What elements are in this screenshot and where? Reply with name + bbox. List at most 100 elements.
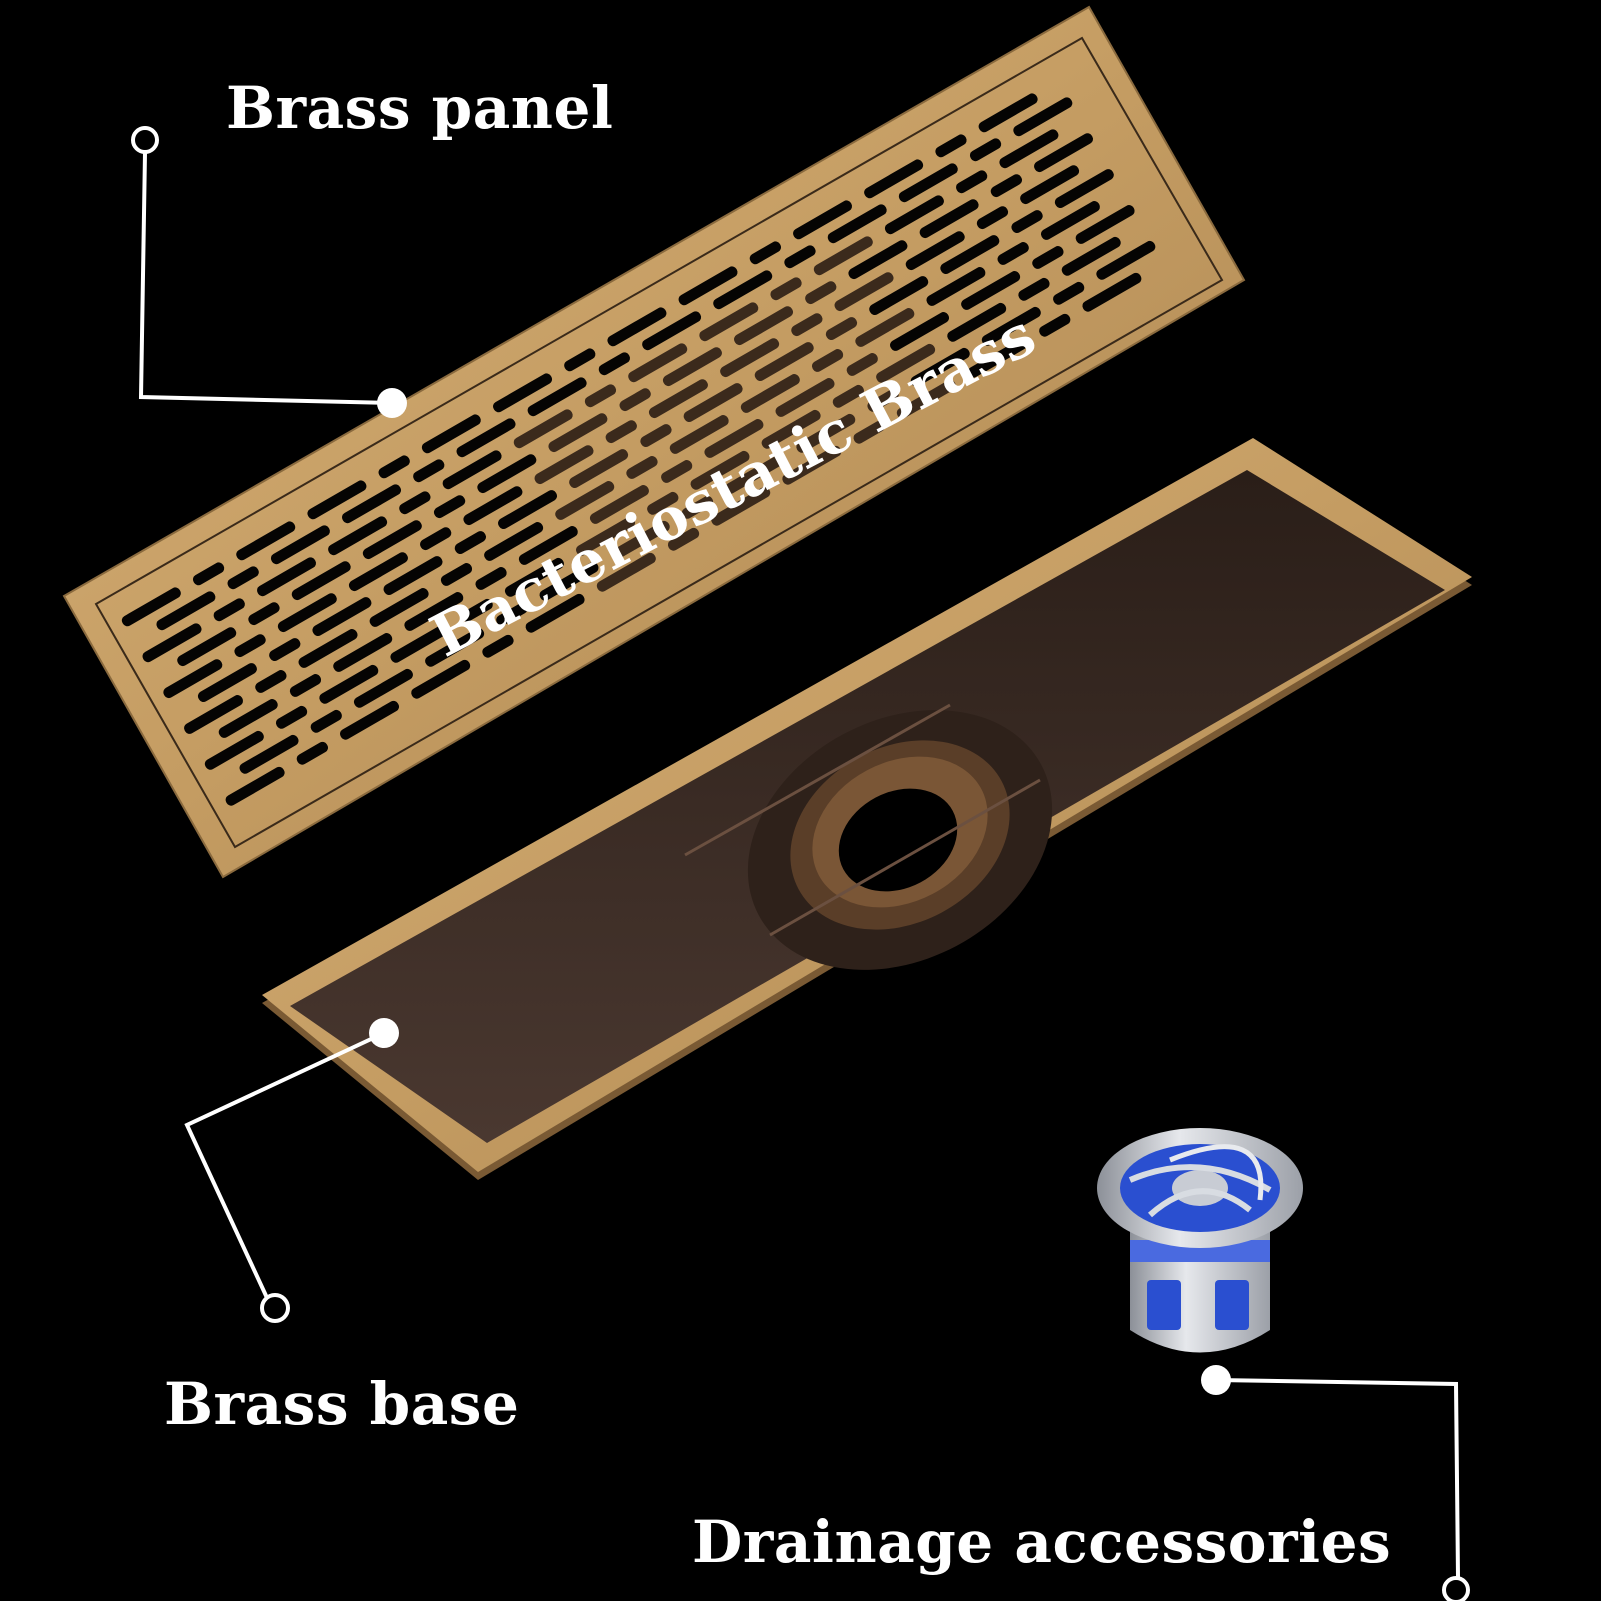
callout-dot-base bbox=[369, 1018, 399, 1048]
grate-slot bbox=[121, 587, 181, 627]
grate-slot bbox=[853, 420, 885, 444]
grate-slot bbox=[867, 388, 899, 412]
grate-slot bbox=[454, 531, 487, 554]
grate-slot bbox=[796, 413, 856, 453]
grate-slot bbox=[192, 562, 225, 586]
grate-slot bbox=[257, 557, 317, 597]
grate-slot bbox=[640, 424, 672, 447]
grate-slot bbox=[275, 705, 308, 729]
grate-slot bbox=[1020, 165, 1080, 205]
grate-slot bbox=[184, 695, 244, 734]
grate-slot bbox=[342, 484, 402, 524]
callout-line-panel bbox=[138, 152, 393, 405]
grate-slot bbox=[296, 741, 329, 765]
grate-slot bbox=[440, 563, 473, 586]
grate-slot bbox=[378, 455, 410, 479]
drainage-accessory bbox=[1097, 1128, 1303, 1353]
grate-slot bbox=[177, 627, 237, 667]
grate-slot bbox=[477, 454, 537, 494]
grate-slot bbox=[1061, 236, 1121, 276]
grate-slot bbox=[442, 450, 502, 490]
grate-slot bbox=[793, 200, 853, 240]
grate-slot bbox=[576, 516, 636, 556]
grate-slot bbox=[204, 730, 264, 770]
callout-line-drain bbox=[1215, 1378, 1460, 1578]
grate-slot bbox=[525, 593, 585, 633]
grate-slot bbox=[227, 566, 259, 590]
grate-slot bbox=[690, 450, 750, 490]
grate-slot bbox=[399, 491, 431, 515]
grate-slot bbox=[598, 352, 631, 376]
grate-slot bbox=[564, 348, 596, 372]
grate-slot bbox=[761, 409, 821, 449]
grate-slot bbox=[720, 338, 780, 378]
grate-slot bbox=[683, 383, 743, 422]
grate-slot bbox=[999, 129, 1059, 169]
grate-slot bbox=[504, 557, 564, 597]
grate-slot bbox=[834, 272, 894, 312]
grate-slot bbox=[956, 170, 988, 194]
grate-slot bbox=[270, 525, 330, 565]
callout-ring-base bbox=[260, 1293, 290, 1323]
grate-slot bbox=[961, 271, 1021, 310]
grate-slot bbox=[534, 445, 594, 485]
grate-slot bbox=[513, 409, 573, 449]
grate-slot bbox=[1053, 281, 1085, 305]
grate-slot bbox=[1018, 277, 1050, 301]
grate-slot bbox=[905, 231, 965, 271]
grate-slot bbox=[734, 306, 794, 346]
grate-slot bbox=[307, 480, 367, 520]
callout-lines bbox=[138, 152, 1460, 1578]
grate-slot bbox=[848, 240, 908, 280]
grate-slot bbox=[596, 552, 656, 592]
grate-slot bbox=[926, 267, 986, 306]
grate-slot bbox=[461, 598, 493, 622]
grate-slot bbox=[498, 490, 558, 529]
grate-slot bbox=[234, 634, 266, 658]
grate-slot bbox=[607, 307, 667, 347]
grate-slot bbox=[876, 343, 936, 383]
grate-slot bbox=[255, 670, 287, 693]
grate-slot bbox=[289, 674, 322, 697]
grate-slot bbox=[404, 592, 464, 631]
grate-slot bbox=[197, 663, 257, 702]
grate-slot bbox=[310, 709, 342, 733]
grate-slot bbox=[269, 638, 301, 661]
grate-slot bbox=[1054, 169, 1114, 208]
grate-slot bbox=[1096, 240, 1156, 280]
grate-slot bbox=[584, 384, 617, 408]
grate-slot bbox=[855, 308, 915, 347]
grate-slot bbox=[413, 459, 445, 483]
brass-base bbox=[262, 438, 1472, 1180]
grate-slot bbox=[846, 353, 878, 376]
grate-slot bbox=[811, 349, 844, 372]
grate-slot bbox=[420, 527, 452, 551]
grate-slot bbox=[484, 522, 544, 561]
grate-slot bbox=[990, 174, 1023, 198]
grate-slot bbox=[425, 627, 485, 667]
grate-slot bbox=[699, 302, 759, 342]
grate-slot bbox=[1039, 313, 1071, 337]
brass-panel-label: Brass panel bbox=[226, 74, 614, 142]
grate-slot bbox=[421, 414, 481, 454]
grate-slot bbox=[411, 659, 471, 699]
grate-slot bbox=[569, 449, 629, 488]
grate-slot bbox=[383, 556, 443, 595]
grate-slot bbox=[754, 342, 814, 381]
grate-slot bbox=[589, 485, 649, 524]
grate-slot bbox=[661, 460, 693, 483]
grate-slot bbox=[493, 373, 553, 413]
grate-slot bbox=[463, 486, 523, 526]
grate-slot bbox=[940, 235, 1000, 274]
grate-slot bbox=[482, 634, 514, 658]
grate-slot bbox=[827, 204, 887, 244]
grate-slot bbox=[967, 338, 1027, 378]
callout-ring-drain bbox=[1442, 1576, 1470, 1601]
grate-slot bbox=[239, 734, 299, 774]
grate-slot bbox=[662, 347, 722, 387]
grate-slot bbox=[291, 561, 351, 601]
grate-slot bbox=[1075, 205, 1135, 244]
grate-slot bbox=[539, 561, 599, 601]
grate-slot bbox=[626, 456, 658, 479]
